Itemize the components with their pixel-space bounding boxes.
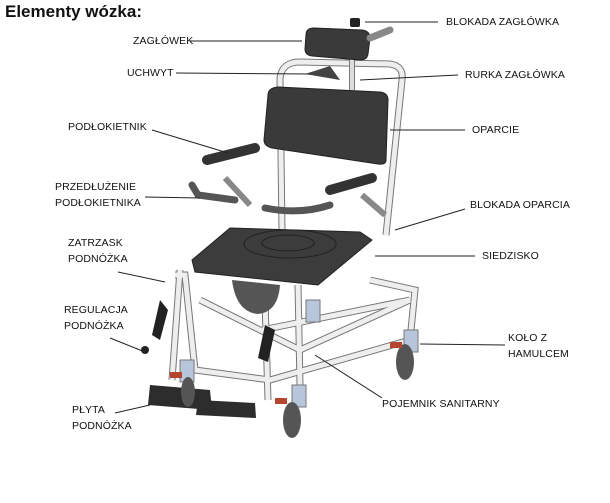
handle	[305, 66, 340, 80]
label-line-1: PŁYTA	[72, 404, 105, 416]
footplate-left	[148, 385, 212, 410]
seat	[191, 227, 373, 286]
label-line-2: PODŁOKIETNIKA	[55, 197, 141, 209]
label-footplate: PŁYTA PODNÓŻKA	[72, 402, 132, 434]
sanitary-pot	[232, 280, 280, 314]
caster-wheels	[170, 299, 419, 438]
armrest-right	[325, 173, 377, 195]
headrest	[304, 27, 371, 61]
armrest-left	[202, 143, 260, 165]
headrest-lock-knob	[350, 18, 360, 27]
label-line-1: ZATRZASK	[68, 237, 123, 249]
label-headrest: ZAGŁÓWEK	[133, 35, 194, 47]
label-line-1: REGULACJA	[64, 304, 128, 316]
diagram-title: Elementy wózka:	[5, 2, 142, 21]
label-headrest-lock: BLOKADA ZAGŁÓWKA	[446, 16, 560, 28]
label-braked-wheel: KOŁO Z HAMULCEM	[508, 330, 569, 362]
label-backrest: OPARCIE	[472, 124, 520, 136]
leader-lines	[109, 21, 506, 414]
label-seat: SIEDZISKO	[482, 250, 539, 262]
label-line-1: KOŁO Z	[508, 332, 548, 344]
label-line-2: PODNÓŻKA	[64, 320, 124, 332]
label-armrest-extension: PRZEDŁUŻENIE PODŁOKIETNIKA	[55, 179, 141, 211]
label-footrest-latch: ZATRZASK PODNÓŻKA	[68, 235, 128, 267]
label-line-2: HAMULCEM	[508, 348, 569, 360]
label-line-1: PRZEDŁUŻENIE	[55, 181, 137, 193]
armrest-extension	[188, 181, 239, 204]
label-armrest: PODŁOKIETNIK	[68, 121, 147, 133]
footplate-right	[196, 400, 256, 418]
label-headrest-tube: RURKA ZAGŁÓWKA	[465, 69, 566, 81]
frame	[168, 50, 419, 401]
label-line-2: PODNÓŻKA	[72, 420, 132, 432]
label-sanitary-pot: POJEMNIK SANITARNY	[382, 398, 500, 410]
label-line-2: PODNÓŻKA	[68, 253, 128, 265]
label-footrest-adjustment: REGULACJA PODNÓŻKA	[64, 302, 128, 334]
backrest	[263, 86, 389, 165]
label-backrest-lock: BLOKADA OPARCIA	[470, 199, 570, 211]
label-handle: UCHWYT	[127, 67, 174, 79]
